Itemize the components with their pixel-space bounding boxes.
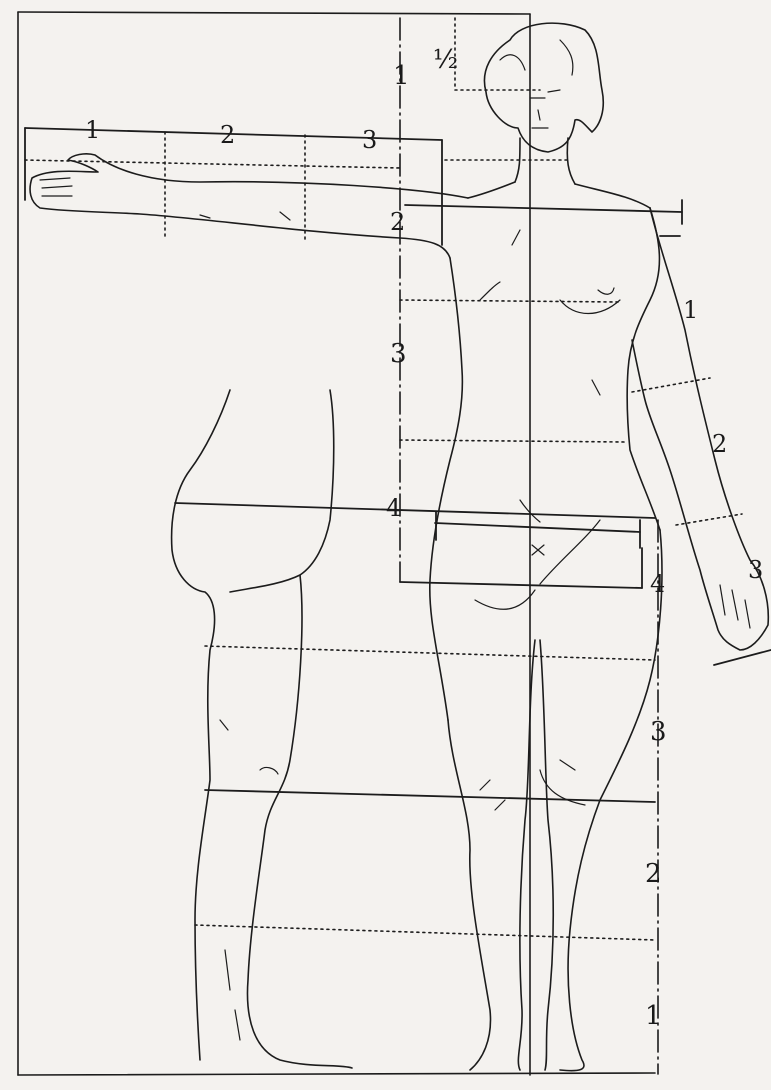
measure-lines xyxy=(25,18,771,1074)
arm-label-1: 1 xyxy=(85,116,100,144)
arm-label-3: 3 xyxy=(362,126,377,154)
right-arm-label-3: 3 xyxy=(748,556,763,584)
outer-frame xyxy=(18,12,655,1075)
hip-label-4: 4 xyxy=(386,494,401,522)
torso-label-3: 3 xyxy=(390,339,407,369)
leg-label-2: 2 xyxy=(645,859,662,889)
leg-label-1: 1 xyxy=(645,1001,662,1031)
right-arm-label-1: 1 xyxy=(683,296,698,324)
torso-label-2: 2 xyxy=(390,208,405,236)
groin-label-4: 4 xyxy=(650,570,665,598)
labels: ½ 1 1 2 3 2 3 4 4 3 2 1 1 2 3 xyxy=(85,45,763,1031)
right-arm-label-2: 2 xyxy=(712,430,727,458)
arm-label-2: 2 xyxy=(220,121,235,149)
side-figure xyxy=(172,390,352,1068)
head-label: 1 xyxy=(393,61,410,91)
leg-label-3: 3 xyxy=(650,717,667,747)
head-half-label: ½ xyxy=(433,45,458,75)
